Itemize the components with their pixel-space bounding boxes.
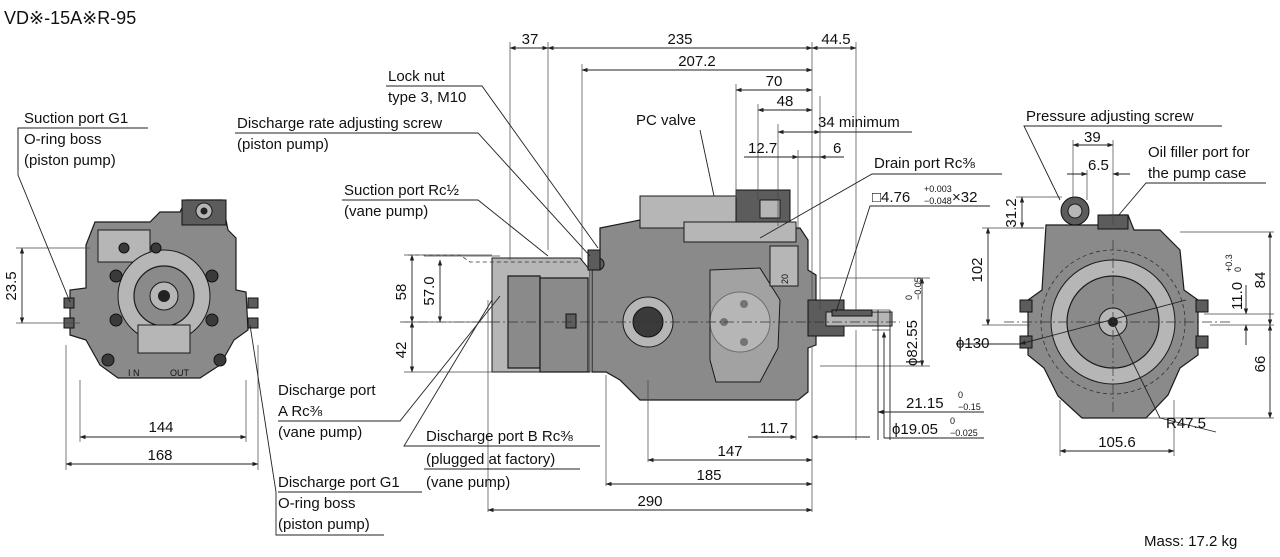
pump-front-view: I N OUT xyxy=(63,199,259,379)
dim-82-55-tol-lower: −0.05 xyxy=(913,277,923,300)
shaft-dimensions: ϕ82.55 0 −0.05 21.15 0 −0.15 ϕ19.05 0 −0… xyxy=(820,277,984,440)
dim-185: 185 xyxy=(696,467,721,484)
dim-r47-5: R47.5 xyxy=(1166,415,1206,432)
dim-21-15: 21.15 xyxy=(906,395,944,412)
label-discharge-port-g1: Discharge port G1 O-ring boss (piston pu… xyxy=(249,324,422,536)
label-lock-nut: Lock nut type 3, M10 xyxy=(386,68,599,249)
suction-rc-line1: Suction port Rc½ xyxy=(344,182,460,199)
dim-105-6: 105.6 xyxy=(1098,434,1136,451)
side-view-dimensions-left: 58 42 57.0 xyxy=(393,254,500,373)
dim-144: 144 xyxy=(148,419,173,436)
dim-84: 84 xyxy=(1252,272,1269,289)
end-view-dimensions: 39 6.5 31.2 102 11.0 +0.3 0 84 66 ϕ130 1… xyxy=(956,129,1274,456)
dim-235: 235 xyxy=(667,31,692,48)
dim-19-05: ϕ19.05 xyxy=(892,421,938,438)
dim-23-5: 23.5 xyxy=(3,271,20,300)
dim-6-5: 6.5 xyxy=(1088,157,1109,174)
dim-58: 58 xyxy=(393,284,410,301)
dim-19-05-tol-lower: −0.025 xyxy=(950,428,978,438)
dim-6: 6 xyxy=(833,140,841,157)
discharge-b-line1: Discharge port B Rc⅜ xyxy=(426,428,573,445)
dim-37: 37 xyxy=(522,31,539,48)
drawing-title: VD※-15A※R-95 xyxy=(4,8,136,28)
rate-screw-line1: Discharge rate adjusting screw xyxy=(237,115,442,132)
discharge-b-line3: (vane pump) xyxy=(426,474,510,491)
front-view-dimensions: 23.5 144 168 xyxy=(3,247,259,470)
key-tol-upper: +0.003 xyxy=(924,184,952,194)
pump-end-view xyxy=(1004,196,1232,419)
label-pressure-adjusting-screw: Pressure adjusting screw xyxy=(1023,108,1222,201)
dim-42: 42 xyxy=(393,342,410,359)
dim-11-0-tol-upper: +0.3 xyxy=(1224,254,1234,272)
dim-21-15-tol-lower: −0.15 xyxy=(958,402,981,412)
key-length-text: ×32 xyxy=(952,189,977,206)
dim-19-05-tol-upper: 0 xyxy=(950,416,955,426)
discharge-a-line3: (vane pump) xyxy=(278,424,362,441)
pressure-screw-text: Pressure adjusting screw xyxy=(1026,108,1194,125)
label-oil-filler-port: Oil filler port for the pump case xyxy=(1117,144,1266,217)
oil-filler-line1: Oil filler port for xyxy=(1148,144,1250,161)
label-suction-port-g1: Suction port G1 O-ring boss (piston pump… xyxy=(17,110,148,303)
label-discharge-port-a: Discharge port A Rc⅜ (vane pump) xyxy=(278,295,501,441)
plate-out-text: OUT xyxy=(170,368,190,378)
discharge-g1-line2: O-ring boss xyxy=(278,495,356,512)
dim-11-0-tol-lower: 0 xyxy=(1233,267,1243,272)
suction-rc-line2: (vane pump) xyxy=(344,203,428,220)
discharge-a-line2: A Rc⅜ xyxy=(278,403,323,420)
dim-48: 48 xyxy=(777,93,794,110)
dim-20: 20 xyxy=(780,274,790,284)
label-pc-valve: PC valve xyxy=(636,112,715,197)
discharge-g1-line1: Discharge port G1 xyxy=(278,474,400,491)
dim-70: 70 xyxy=(766,73,783,90)
label-rate-adjusting-screw: Discharge rate adjusting screw (piston p… xyxy=(235,115,591,257)
label-suction-port-rc: Suction port Rc½ (vane pump) xyxy=(342,182,549,257)
discharge-a-line1: Discharge port xyxy=(278,382,376,399)
label-key: □4.76 +0.003 −0.048 ×32 xyxy=(835,184,990,313)
dim-phi-130: ϕ130 xyxy=(956,335,989,352)
pump-side-view: 20 xyxy=(400,189,900,401)
dim-102: 102 xyxy=(969,257,986,282)
drain-port-text: Drain port Rc⅜ xyxy=(874,155,975,172)
dim-168: 168 xyxy=(147,447,172,464)
dim-66: 66 xyxy=(1252,356,1269,373)
dim-39: 39 xyxy=(1084,129,1101,146)
dim-44-5: 44.5 xyxy=(821,31,850,48)
discharge-b-line2: (plugged at factory) xyxy=(426,451,555,468)
suction-g1-line2: O-ring boss xyxy=(24,131,102,148)
mass-text: Mass: 17.2 kg xyxy=(1144,533,1237,550)
dim-290: 290 xyxy=(637,493,662,510)
dim-31-2: 31.2 xyxy=(1003,198,1020,227)
label-discharge-port-b: Discharge port B Rc⅜ (plugged at factory… xyxy=(403,299,600,491)
suction-g1-line1: Suction port G1 xyxy=(24,110,128,127)
suction-g1-line3: (piston pump) xyxy=(24,152,116,169)
key-tol-lower: −0.048 xyxy=(924,196,952,206)
label-drain-port: Drain port Rc⅜ xyxy=(759,155,1002,239)
dim-147: 147 xyxy=(717,443,742,460)
dim-11-0: 11.0 xyxy=(1229,282,1246,310)
oil-filler-line2: the pump case xyxy=(1148,165,1246,182)
dim-21-15-tol-upper: 0 xyxy=(958,390,963,400)
side-view-dimensions-top: 37 235 44.5 207.2 70 48 34 minimum 12.7 … xyxy=(509,31,912,310)
rate-screw-line2: (piston pump) xyxy=(237,136,329,153)
discharge-g1-line3: (piston pump) xyxy=(278,516,370,533)
dim-82-55-tol-upper: 0 xyxy=(904,295,914,300)
pc-valve-text: PC valve xyxy=(636,112,696,129)
lock-nut-line1: Lock nut xyxy=(388,68,446,85)
dim-11-7: 11.7 xyxy=(760,420,788,437)
dim-207-2: 207.2 xyxy=(678,53,716,70)
dim-57: 57.0 xyxy=(421,276,438,305)
dim-12-7: 12.7 xyxy=(748,140,777,157)
lock-nut-line2: type 3, M10 xyxy=(388,89,466,106)
plate-in-text: I N xyxy=(128,368,140,378)
key-size-text: □4.76 xyxy=(872,189,910,206)
dim-82-55: ϕ82.55 xyxy=(904,320,921,366)
dim-34-minimum: 34 minimum xyxy=(818,114,900,131)
side-view-dimensions-bottom: 11.7 147 185 290 xyxy=(487,300,870,513)
